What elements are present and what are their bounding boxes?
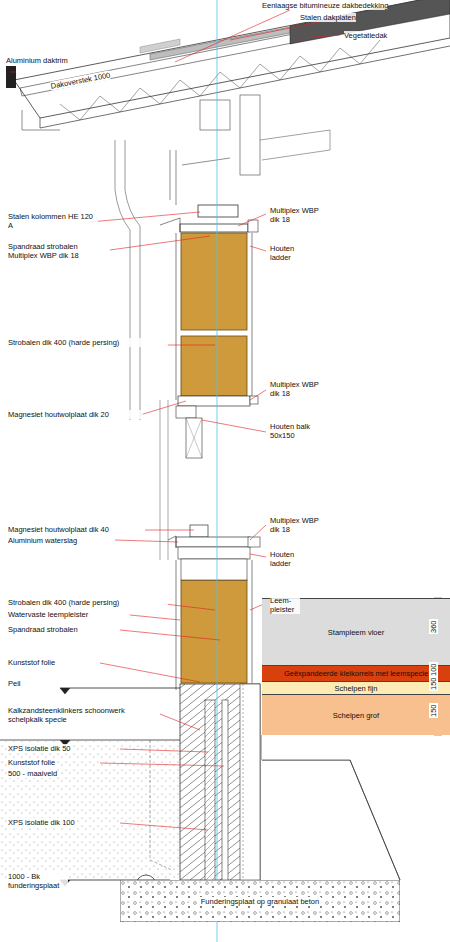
callout-label: XPS isolatie dik 50 (8, 744, 71, 753)
callout-label: Eenlaagse bitumineuze dakbedekking (262, 1, 388, 10)
foundation-slab: Funderingsplaat op granulaat beton (120, 880, 400, 922)
callout-label: Aluminium waterslag (8, 536, 77, 545)
layer-name: Stampleem vloer (328, 628, 384, 637)
callout-label: Leem- pleister (270, 596, 300, 614)
callout-label: Strobalen dik 400 (harde persing) (8, 598, 168, 607)
callout-label: Spandraad strobalen Multiplex WBP dik 18 (8, 242, 108, 260)
callout-label: Magnesiet houtwolplaat dik 40 (8, 525, 109, 534)
callout-label: Kalkzandsteenklinkers schoonwerk schelpk… (8, 706, 158, 724)
callout-label: 500 - maaiveld (8, 769, 57, 778)
callout-label: Magnesiet houtwolplaat dik 20 (8, 410, 143, 419)
dimension: 360 (429, 619, 438, 634)
callout-label: Kunststof folie (8, 658, 55, 667)
callout-label: Spandraad strobalen (8, 625, 78, 634)
layer-name: Funderingsplaat op granulaat beton (199, 897, 321, 906)
callout-label: Peil (8, 679, 21, 688)
callout-label: XPS isolatie dik 100 (8, 818, 75, 827)
layer-name: Schelpen grof (333, 711, 379, 720)
callout-label: Vegetatiedak (344, 31, 387, 40)
callout-label: Watervaste leempleister (8, 610, 88, 619)
callout-label: Stalen dakplaten (300, 13, 356, 22)
layer-name: Geëxpandeerde kleikorrels met leemspecie (284, 669, 428, 678)
callout-label: Multiplex WBP dik 18 (270, 206, 320, 224)
layer-name: Schelpen fijn (335, 684, 378, 693)
callout-label: Stalen kolommen HE 120 A (8, 212, 98, 230)
dimension: 150 (429, 703, 438, 718)
dimension: 150 (429, 676, 438, 691)
callout-label: Houten ladder (270, 244, 310, 262)
callout-label: Multiplex WBP dik 18 (270, 380, 320, 398)
callout-label: Strobalen dik 400 (harde persing) (8, 338, 168, 347)
dimension: 100 (429, 662, 438, 677)
callout-label: Multiplex WBP dik 18 (270, 516, 320, 534)
callout-label: Houten balk 50x150 (270, 422, 320, 440)
callout-label: Aluminium daktrim (6, 56, 68, 65)
layer-band: Geëxpandeerde kleikorrels met leemspecie (262, 665, 450, 681)
layer-band: Schelpen grof (262, 694, 450, 735)
callout-label: Houten ladder (270, 550, 310, 568)
callout-label: Kunststof folie (8, 758, 55, 767)
layer-band: Schelpen fijn (262, 681, 450, 694)
callout-label: 1000 - Bk funderingsplaat (8, 872, 68, 890)
